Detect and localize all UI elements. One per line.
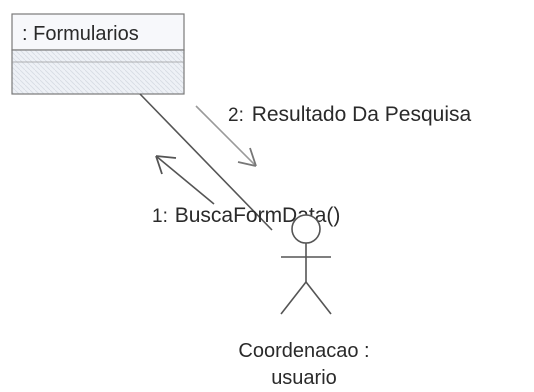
actor-head — [291, 214, 321, 244]
object-name: : Formularios — [22, 23, 139, 45]
message-2-arrow — [195, 105, 257, 167]
actor-stick-figure[interactable] — [280, 214, 332, 315]
object-name-compartment — [11, 13, 185, 51]
message-1-number: 1: — [152, 206, 168, 227]
object-formularios[interactable]: : Formularios — [11, 13, 185, 95]
message-2-label: 2: Resultado Da Pesquisa — [228, 103, 471, 126]
object-attributes-compartment — [11, 49, 185, 95]
message-1-arrow — [155, 155, 215, 205]
actor-name-line1: Coordenacao : — [238, 340, 369, 362]
message-2-text: Resultado Da Pesquisa — [252, 103, 472, 126]
actor-name-line2: usuario — [271, 367, 337, 389]
actor-right-leg — [305, 281, 332, 315]
message-2-number: 2: — [228, 105, 244, 126]
actor-left-leg — [280, 281, 307, 315]
association-link — [139, 93, 273, 231]
